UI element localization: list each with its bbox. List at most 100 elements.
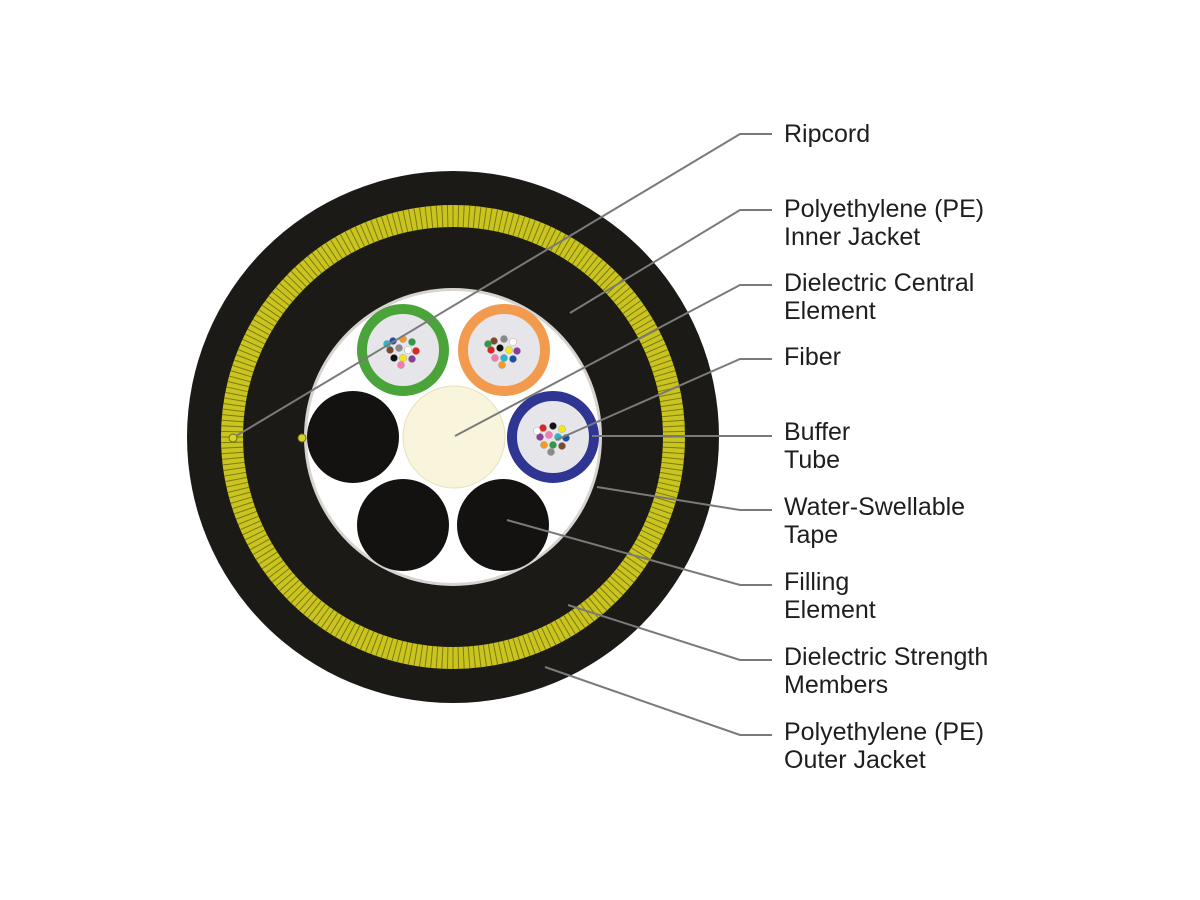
strand-tick (441, 205, 444, 228)
strand-tick (244, 529, 265, 541)
strand-tick (541, 226, 552, 247)
strand-tick (467, 646, 471, 669)
strand-tick (659, 397, 682, 403)
strand-tick (613, 572, 631, 587)
strand-tick (531, 221, 541, 243)
strand-tick (563, 615, 576, 635)
strand-tick (625, 555, 645, 570)
strand-tick (662, 451, 685, 455)
strand-tick (226, 386, 249, 393)
fiber-dot (386, 346, 394, 354)
strand-tick (559, 236, 572, 257)
strand-tick (255, 547, 275, 560)
ripcord-inner (297, 433, 307, 443)
strand-tick (619, 295, 638, 310)
strand-tick (507, 639, 515, 661)
fiber-dot (558, 425, 566, 433)
filling-element-left (307, 391, 399, 483)
strand-tick (595, 590, 612, 608)
strand-tick (282, 278, 300, 295)
strand-tick (472, 645, 476, 668)
strand-tick (641, 333, 662, 345)
strand-tick (435, 205, 439, 228)
buffer-tube-green (357, 304, 449, 396)
fiber-dot (408, 355, 416, 363)
strand-tick (430, 645, 434, 668)
strand-tick (661, 456, 684, 460)
strand-tick (441, 646, 444, 669)
strand-tick (554, 620, 567, 641)
strand-tick (628, 309, 648, 323)
strand-tick (517, 636, 526, 658)
strand-tick (435, 646, 439, 669)
strand-tick (591, 263, 608, 281)
strand-tick (286, 583, 304, 600)
strand-tick (649, 354, 671, 364)
strand-tick (298, 593, 315, 611)
fiber-dot (547, 448, 555, 456)
strand-tick (526, 219, 536, 241)
strand-tick (230, 496, 252, 504)
strand-tick (252, 318, 273, 331)
strand-tick (230, 370, 252, 378)
strand-tick (658, 391, 681, 398)
strand-tick (647, 515, 669, 525)
strand-tick (311, 603, 326, 622)
strand-tick (222, 461, 245, 466)
strand-tick (660, 466, 683, 472)
strand-tick (224, 471, 247, 477)
strand-tick (290, 586, 307, 604)
strand-tick (391, 639, 399, 661)
strand-tick (492, 209, 499, 232)
strand-tick (512, 214, 520, 236)
fiber-dot (505, 346, 513, 354)
strand-tick (622, 300, 641, 314)
filling-element-bottom-left (357, 479, 449, 571)
strand-tick (294, 590, 311, 608)
strand-tick (446, 205, 449, 228)
strand-tick (261, 304, 281, 319)
strand-tick (232, 364, 254, 373)
fiber-dot (397, 361, 405, 369)
label-outer-jacket: Polyethylene (PE) Outer Jacket (784, 718, 991, 774)
strand-tick (588, 597, 603, 615)
fiber-dot (408, 338, 416, 346)
strand-tick (370, 219, 380, 241)
strand-tick (661, 414, 684, 418)
strand-tick (424, 206, 429, 229)
strand-tick (407, 642, 414, 665)
strand-tick (531, 631, 541, 653)
strand-tick (625, 304, 645, 319)
strand-tick (662, 441, 685, 444)
strand-tick (418, 207, 424, 230)
leader-ripcord (235, 133, 772, 437)
strand-tick (487, 208, 493, 231)
strand-tick (391, 213, 399, 235)
label-buffer-tube: Buffer Tube (784, 418, 857, 474)
strand-tick (298, 263, 315, 281)
strand-tick (229, 375, 251, 383)
strand-tick (252, 543, 273, 556)
filling-element-bottom-right (457, 479, 549, 571)
strand-tick (631, 547, 651, 560)
strand-tick (286, 274, 304, 291)
strand-tick (268, 564, 287, 579)
strand-tick (633, 318, 654, 331)
label-central-element: Dielectric Central Element (784, 269, 981, 325)
strand-tick (482, 207, 488, 230)
strand-tick (221, 446, 244, 449)
strand-tick (325, 242, 339, 262)
strand-tick (344, 231, 356, 252)
strand-tick (320, 245, 335, 265)
strand-tick (655, 375, 677, 383)
strand-tick (502, 211, 510, 234)
strand-tick (265, 300, 284, 314)
strand-tick (487, 643, 493, 666)
strand-tick (650, 506, 673, 515)
strand-tick (662, 446, 685, 449)
strand-tick (602, 274, 620, 291)
strand-tick (325, 612, 339, 632)
strand-tick (571, 609, 586, 629)
leader-outer-jacket (544, 666, 772, 736)
